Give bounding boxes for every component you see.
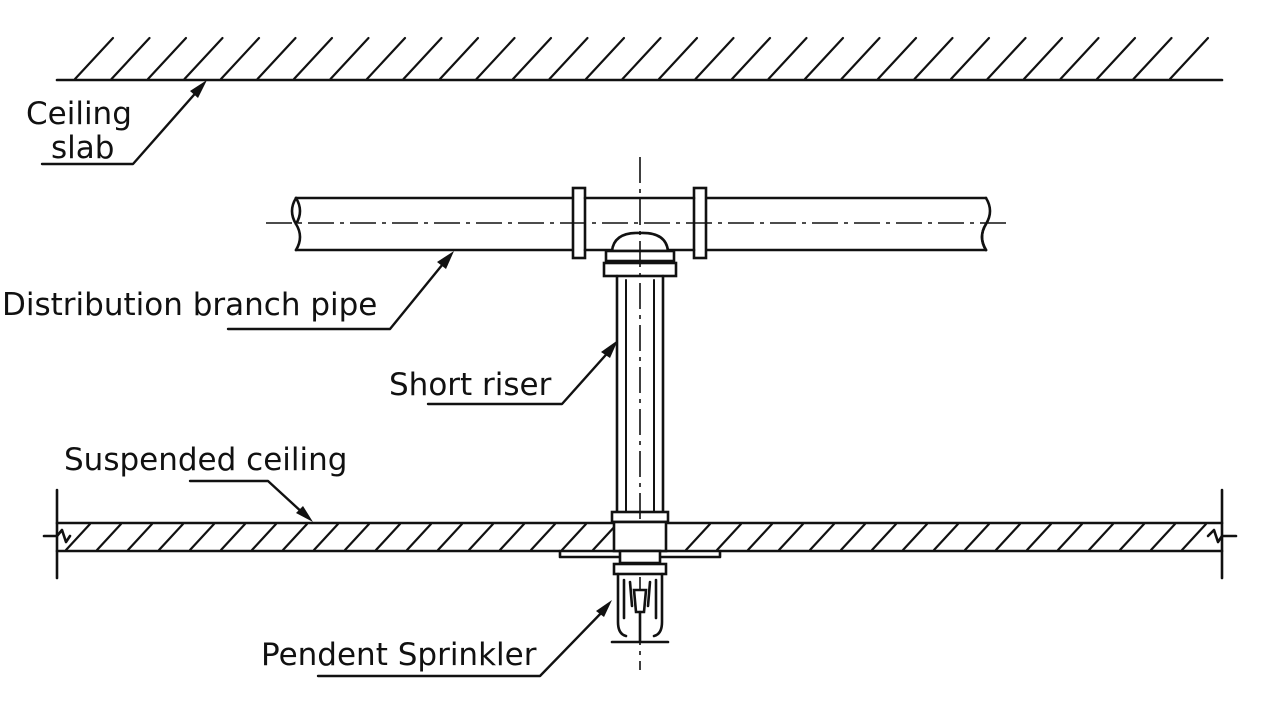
ceiling-hatch-line xyxy=(188,522,216,552)
centerlines xyxy=(266,157,1008,670)
ceiling-hatch-line xyxy=(1118,522,1146,552)
ceiling-hatch-line xyxy=(1149,522,1177,552)
label-short-riser: Short riser xyxy=(389,340,618,406)
suspended-ceiling-label: Suspended ceiling xyxy=(64,442,347,478)
slab-hatch-line xyxy=(402,36,443,81)
slab-hatch-line xyxy=(876,36,918,81)
slab-hatch-line xyxy=(657,36,699,81)
ceiling-hatch-line xyxy=(870,522,898,552)
slab-hatch-line xyxy=(1022,36,1064,81)
slab-hatch-line xyxy=(1059,36,1100,81)
ceiling-slab-label-line1: Ceiling xyxy=(26,96,132,132)
slab-hatch-line xyxy=(146,36,188,81)
slab-hatch-line xyxy=(511,36,553,81)
label-ceiling-slab: Ceiling slab xyxy=(26,80,207,166)
ceiling-hatch-line xyxy=(746,522,774,552)
ceiling-hatch-line xyxy=(839,522,867,552)
slab-hatch-line xyxy=(621,36,662,81)
ceiling-hatch-line xyxy=(1087,522,1115,552)
distribution-branch-pipe-label: Distribution branch pipe xyxy=(2,287,377,323)
slab-hatch-line xyxy=(183,36,224,81)
slab-hatch-line xyxy=(949,36,991,81)
pendent-sprinkler-label: Pendent Sprinkler xyxy=(261,637,537,673)
ceiling-hatch-line xyxy=(1180,522,1208,552)
ceiling-hatch-line xyxy=(901,522,929,552)
slab-hatch-line xyxy=(1132,36,1173,81)
slab-hatch-line xyxy=(292,36,334,81)
ceiling-hatch-line xyxy=(343,522,371,552)
ceiling-hatch-line xyxy=(777,522,805,552)
ceiling-hatch-line xyxy=(1056,522,1084,552)
slab-hatch-line xyxy=(1168,36,1210,81)
ceiling-hatch-line xyxy=(932,522,960,552)
short-riser-label: Short riser xyxy=(389,367,552,403)
distribution-branch-pipe xyxy=(290,196,992,252)
ceiling-slab xyxy=(55,36,1224,82)
ceiling-hatch-line xyxy=(157,522,185,552)
ceiling-hatch-line xyxy=(715,522,743,552)
ceiling-hatch-line xyxy=(529,522,557,552)
slab-hatch-line xyxy=(803,36,845,81)
ceiling-hatch-line xyxy=(436,522,464,552)
slab-hatch-line xyxy=(694,36,735,81)
slab-hatch-line xyxy=(110,36,151,81)
slab-hatch-line xyxy=(219,36,261,81)
ceiling-hatch-line xyxy=(994,522,1022,552)
slab-hatch-line xyxy=(365,36,407,81)
ceiling-hatch-line xyxy=(250,522,278,552)
ceiling-hatch-line xyxy=(808,522,836,552)
ceiling-hatch-line xyxy=(312,522,340,552)
slab-hatch-line xyxy=(73,36,115,81)
slab-hatch-line xyxy=(438,36,480,81)
suspended-ceiling-hatching xyxy=(64,522,1208,552)
slab-hatch-line xyxy=(730,36,772,81)
ceiling-hatch-line xyxy=(95,522,123,552)
label-suspended-ceiling: Suspended ceiling xyxy=(64,442,347,522)
ceiling-slab-hatching xyxy=(73,36,1210,81)
ceiling-hatch-line xyxy=(219,522,247,552)
ceiling-hatch-line xyxy=(64,522,92,552)
ceiling-hatch-line xyxy=(467,522,495,552)
slab-hatch-line xyxy=(767,36,808,81)
ceiling-hatch-line xyxy=(498,522,526,552)
ceiling-hatch-line xyxy=(1025,522,1053,552)
slab-hatch-line xyxy=(329,36,370,81)
ceiling-hatch-line xyxy=(281,522,309,552)
label-distribution-branch-pipe: Distribution branch pipe xyxy=(2,251,454,331)
slab-hatch-line xyxy=(256,36,297,81)
slab-hatch-line xyxy=(584,36,626,81)
slab-hatch-line xyxy=(840,36,881,81)
ceiling-hatch-line xyxy=(405,522,433,552)
ceiling-hatch-line xyxy=(126,522,154,552)
ceiling-hatch-line xyxy=(963,522,991,552)
slab-hatch-line xyxy=(548,36,589,81)
ceiling-slab-label-line2: slab xyxy=(51,130,114,166)
slab-hatch-line xyxy=(475,36,516,81)
slab-hatch-line xyxy=(986,36,1027,81)
label-pendent-sprinkler: Pendent Sprinkler xyxy=(261,600,612,678)
ceiling-hatch-line xyxy=(374,522,402,552)
slab-hatch-line xyxy=(913,36,954,81)
pendent-sprinkler xyxy=(610,520,670,644)
slab-hatch-line xyxy=(1095,36,1137,81)
ceiling-hatch-line xyxy=(560,522,588,552)
ceiling-hatch-line xyxy=(684,522,712,552)
